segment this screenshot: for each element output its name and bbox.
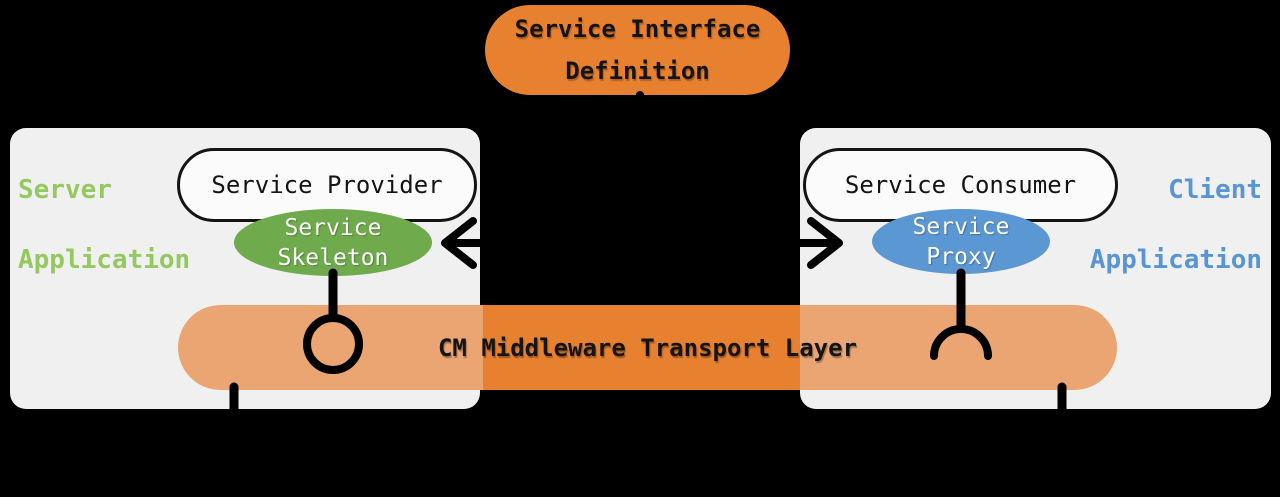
- interface-node-label-line1: Service Interface: [514, 15, 761, 43]
- socket-connector-icon: [930, 325, 992, 360]
- client-application-label: Application: [1089, 245, 1262, 275]
- service-skeleton-ellipse: Service Skeleton: [234, 209, 432, 276]
- service-skeleton-label-line1: Service: [284, 214, 382, 241]
- service-proxy-ellipse: Service Proxy: [872, 209, 1050, 274]
- service-consumer-pill: Service Consumer: [803, 148, 1118, 222]
- interface-node-label-line2: Definition: [565, 57, 710, 85]
- service-skeleton-label-line2: Skeleton: [277, 244, 389, 271]
- arrow-to-skeleton-icon: [441, 217, 477, 269]
- client-label: Client: [1168, 175, 1262, 205]
- arrow-to-proxy-icon: [807, 217, 843, 269]
- service-proxy-label-line2: Proxy: [926, 243, 996, 270]
- lollipop-connector-icon: [303, 314, 363, 374]
- service-consumer-label: Service Consumer: [844, 171, 1077, 199]
- server-application-label: Application: [18, 245, 191, 275]
- server-label: Server: [18, 175, 112, 205]
- service-proxy-label-line1: Service: [912, 213, 1010, 240]
- transport-layer-label: CM Middleware Transport Layer: [437, 333, 858, 362]
- service-provider-label: Service Provider: [211, 171, 443, 199]
- service-interface-definition-node: Service Interface Definition: [485, 5, 790, 95]
- interface-to-skeleton-line: [446, 91, 644, 247]
